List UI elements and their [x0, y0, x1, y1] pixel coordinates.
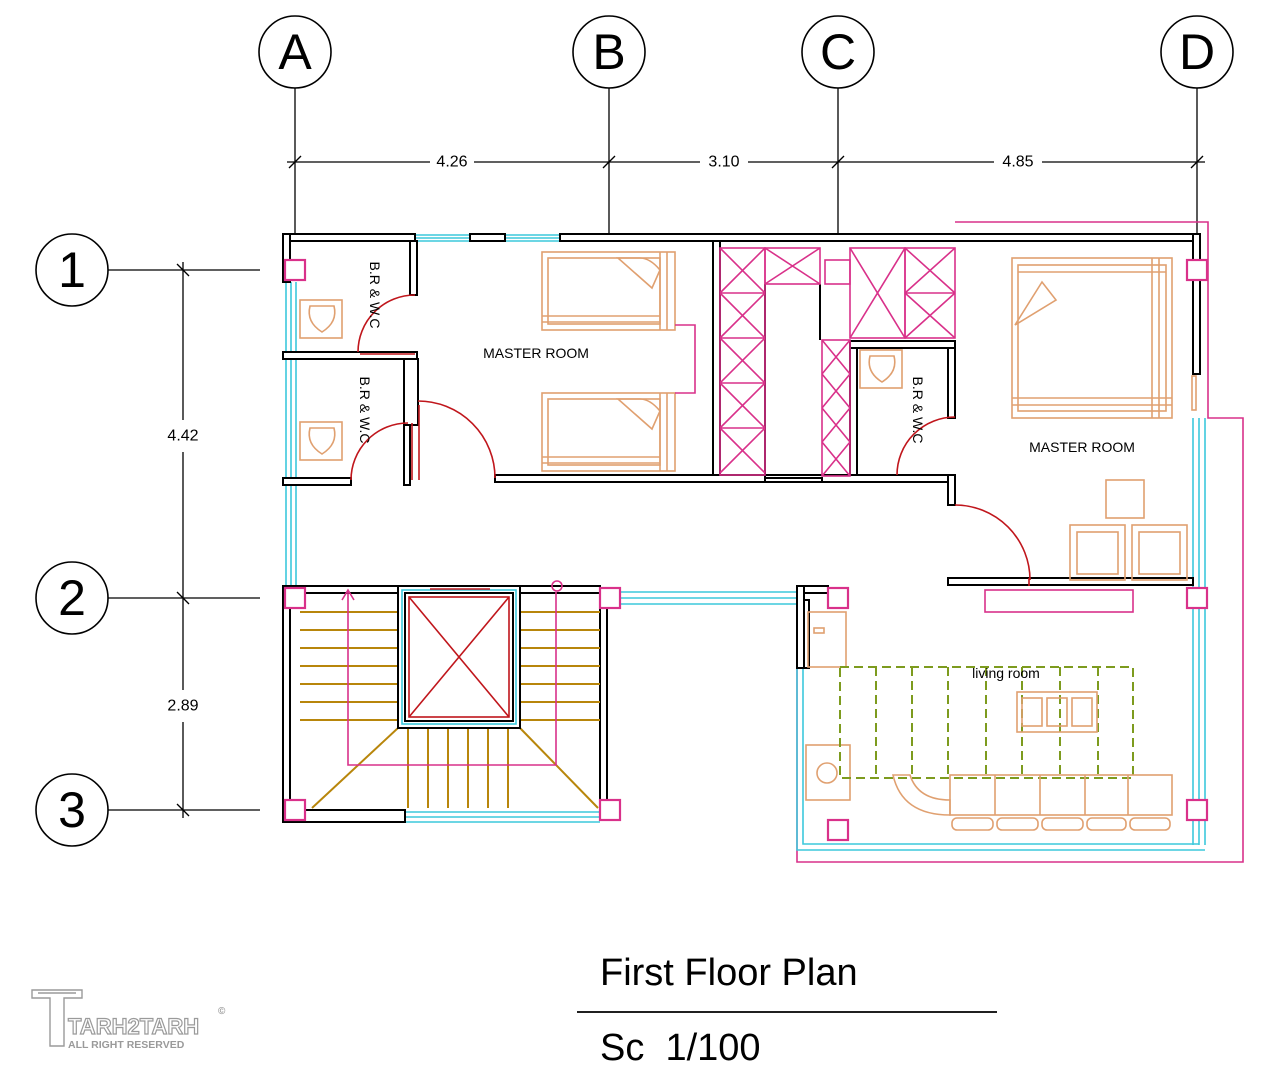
column-c3	[826, 818, 850, 842]
side-table	[1105, 479, 1145, 519]
grid-label-a: A	[278, 24, 312, 80]
logo-brand: TARH2TARH	[68, 1014, 199, 1039]
logo-watermark: TARH2TARH ALL RIGHT RESERVED ©	[31, 989, 226, 1051]
column-d1	[1185, 258, 1209, 282]
dimension-2-3: 2.89	[167, 698, 198, 715]
grid-label-2: 2	[58, 570, 86, 626]
doors	[350, 294, 1031, 590]
door-master-left	[417, 400, 496, 479]
room-labels: B.R & W.C B.R & W.C MASTER ROOM B.R & W.…	[357, 262, 1135, 681]
label-bath-3: B.R & W.C	[910, 377, 926, 444]
wash-basin	[805, 744, 851, 801]
structural-columns	[283, 258, 1209, 842]
column-c2	[826, 586, 850, 610]
label-bath-2: B.R & W.C	[357, 377, 373, 444]
column-b3	[598, 798, 622, 822]
drawing-scale: Sc 1/100	[600, 1027, 761, 1069]
drawing-title: First Floor Plan	[600, 952, 858, 994]
single-bed-2	[541, 392, 676, 472]
column-b2	[598, 586, 622, 610]
double-bed	[1011, 257, 1173, 419]
door-bath-2	[350, 422, 409, 481]
elevator-shaft	[397, 585, 521, 729]
label-living: living room	[972, 665, 1040, 681]
grid-rows: 1 2 3	[35, 233, 260, 847]
rug	[839, 666, 1134, 779]
grid-bubble-a	[258, 15, 332, 89]
grid-bubble-c	[801, 15, 875, 89]
logo-copyright: ©	[218, 1006, 226, 1017]
toilet-3	[859, 349, 903, 389]
door-master-right	[954, 504, 1031, 581]
dimension-b-c: 3.10	[708, 154, 739, 171]
dimension-c-d: 4.85	[1002, 154, 1033, 171]
stair-walkline	[341, 580, 563, 766]
armchair-1	[1069, 524, 1126, 581]
label-bath-1: B.R & W.C	[367, 262, 383, 329]
logo-tagline: ALL RIGHT RESERVED	[68, 1039, 185, 1051]
nightstand	[675, 324, 696, 394]
column-d3	[1185, 798, 1209, 822]
walls	[282, 233, 1201, 823]
wardrobes	[719, 247, 956, 477]
grid-label-c: C	[820, 24, 856, 80]
dimension-a-b: 4.26	[436, 154, 467, 171]
label-master-right: MASTER ROOM	[1029, 439, 1135, 455]
grid-label-b: B	[592, 24, 625, 80]
grid-label-1: 1	[58, 242, 86, 298]
armchair-2	[1131, 524, 1188, 581]
dimension-1-2: 4.42	[167, 428, 198, 445]
cabinet	[807, 611, 847, 668]
column-a1	[283, 258, 307, 282]
balcony-outline	[796, 221, 1244, 863]
sofa	[891, 774, 1173, 831]
grid-bubble-d	[1160, 15, 1234, 89]
grid-bubble-b	[572, 15, 646, 89]
coffee-table	[1016, 691, 1098, 733]
label-master-left: MASTER ROOM	[483, 345, 589, 361]
windows	[285, 234, 1206, 851]
horizontal-dimension-line: 4.26 3.10 4.85	[287, 154, 1205, 171]
toilet-1	[299, 299, 343, 339]
grid-bubble-3	[35, 773, 109, 847]
door-bath-3	[896, 416, 956, 476]
grid-label-d: D	[1179, 24, 1215, 80]
logo-pillar-icon	[31, 989, 83, 1047]
door-bath-1	[357, 294, 416, 353]
grid-columns: A B C D	[258, 15, 1234, 235]
column-d2	[1185, 586, 1209, 610]
column-a3	[283, 798, 307, 822]
title-block: First Floor Plan Sc 1/100	[577, 952, 997, 1069]
single-bed-1	[541, 251, 676, 331]
toilet-2	[299, 421, 343, 461]
vertical-dimension-line: 4.42 2.89	[167, 262, 199, 818]
grid-bubble-1	[35, 233, 109, 307]
grid-bubble-2	[35, 561, 109, 635]
column-a2	[283, 586, 307, 610]
grid-label-3: 3	[58, 782, 86, 838]
